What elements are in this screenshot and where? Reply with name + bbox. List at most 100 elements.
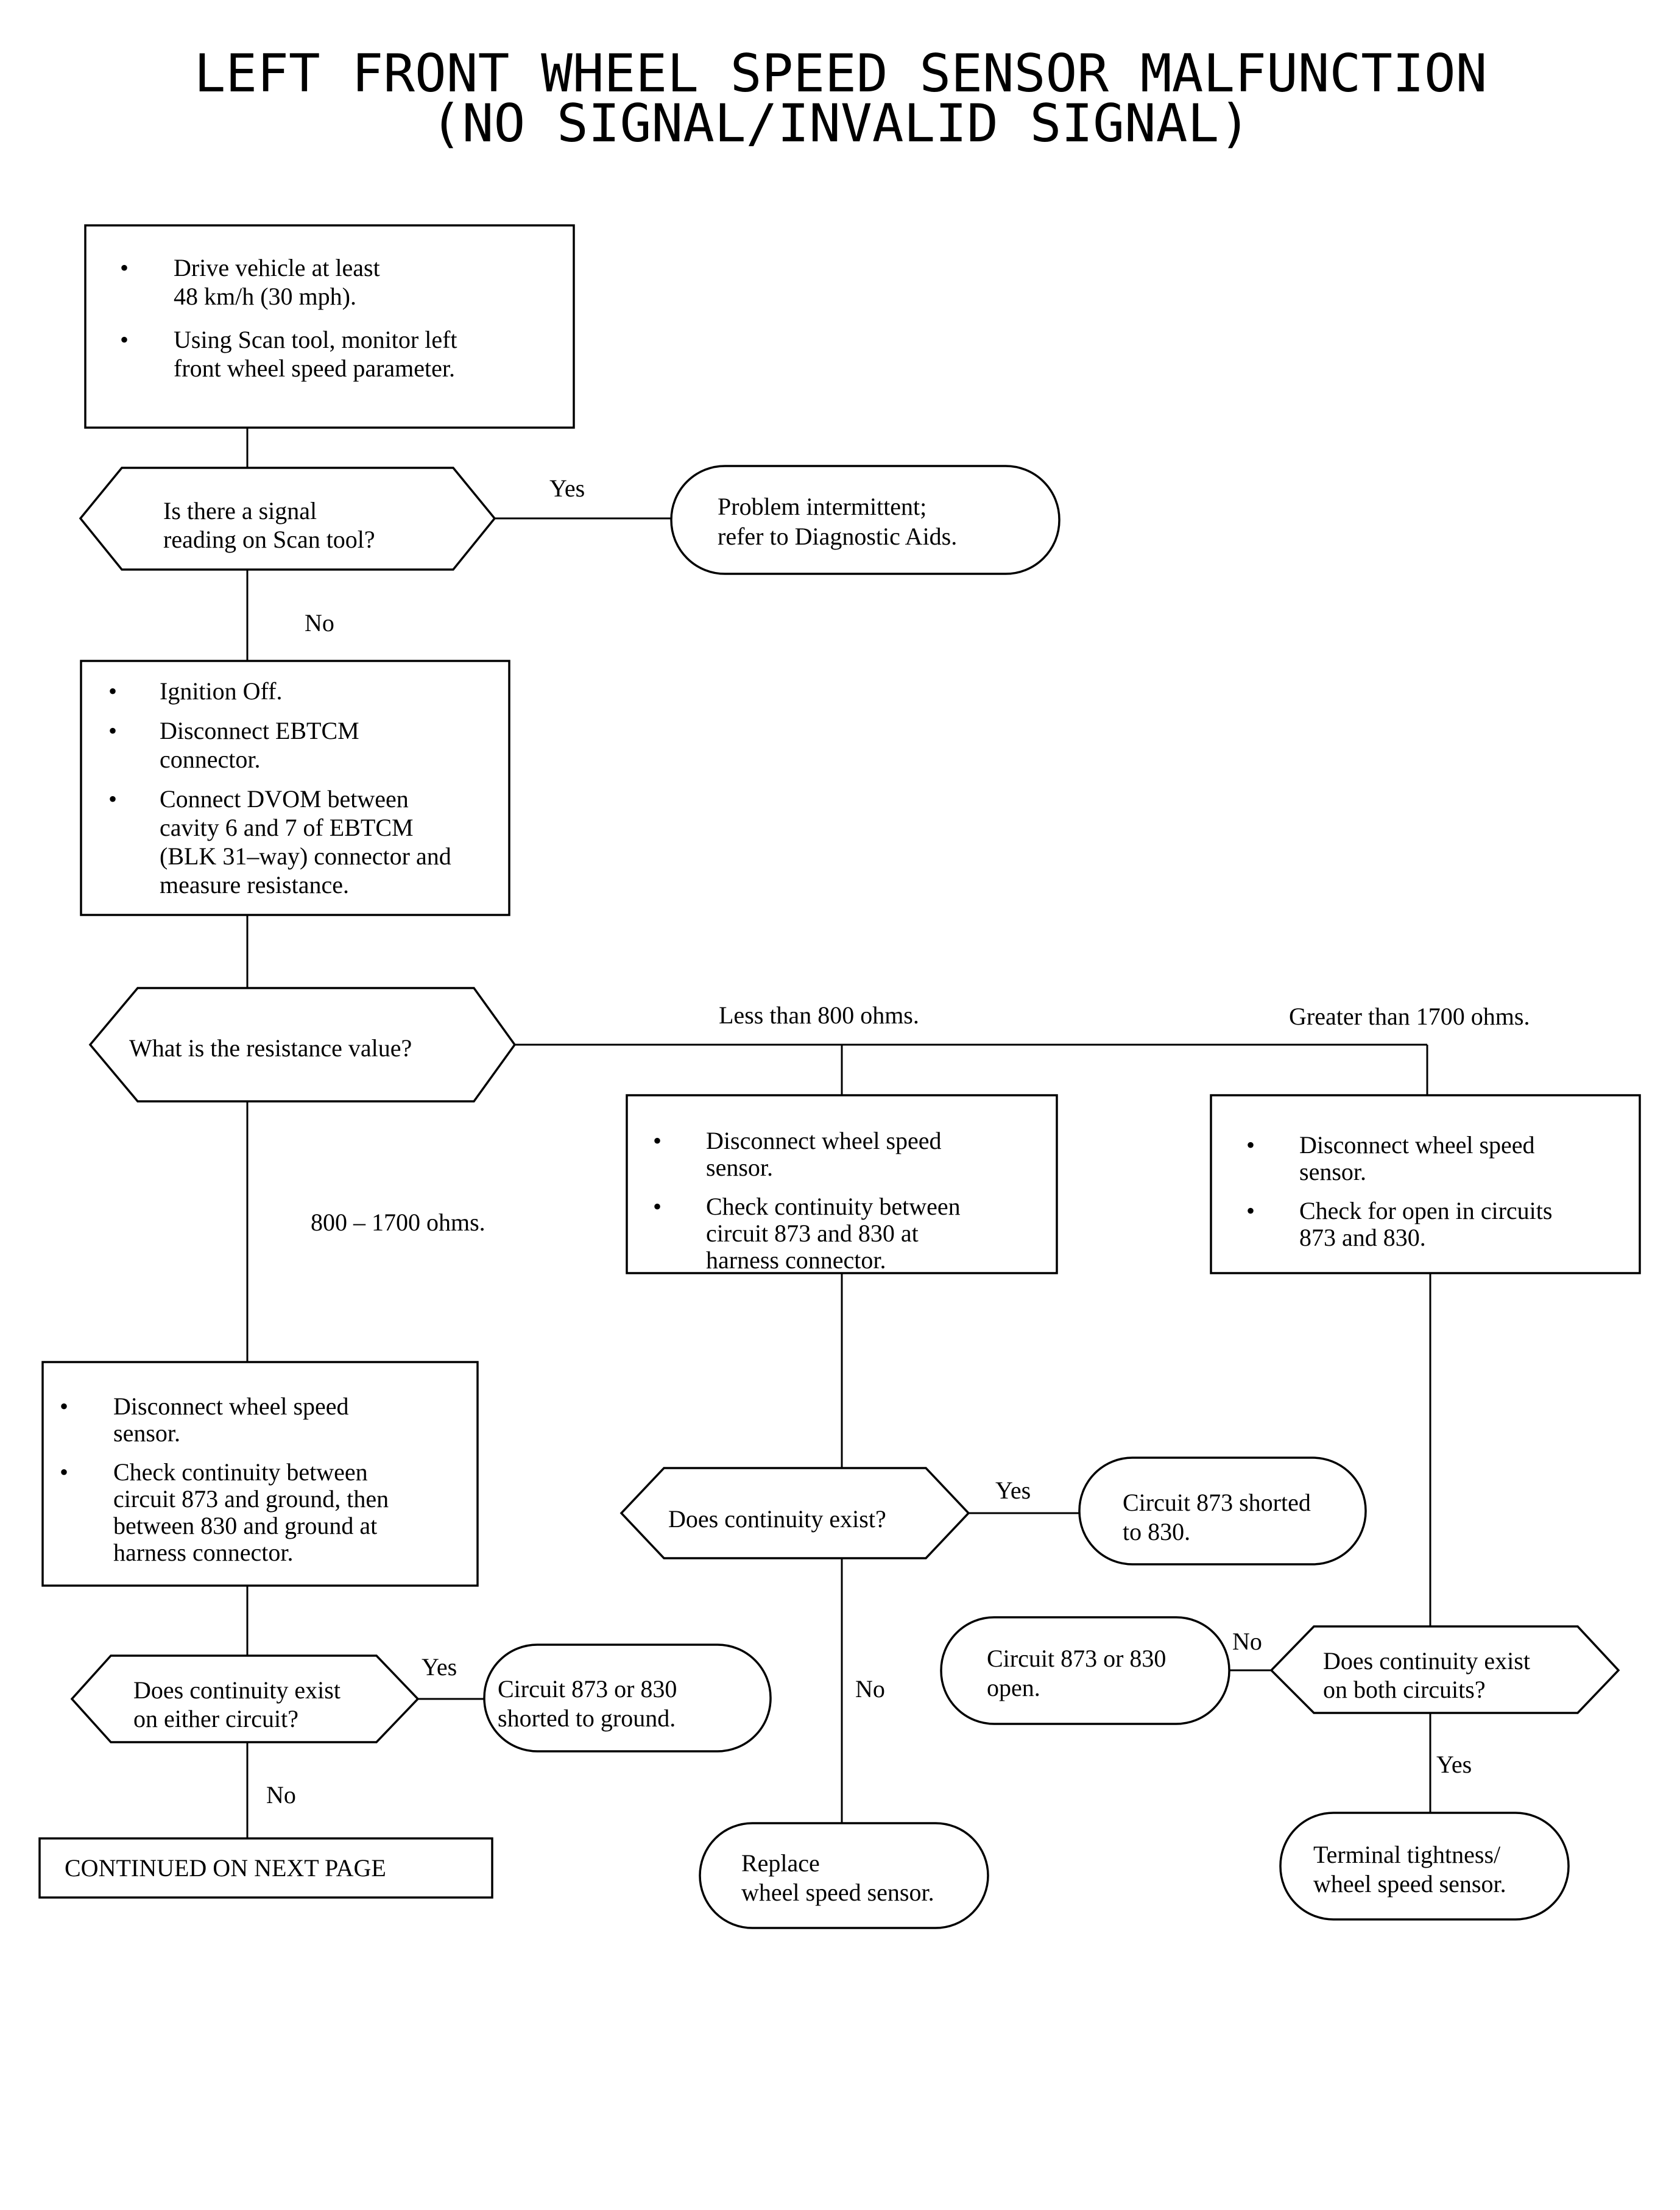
decision-continuity-either-text-line-1: on either circuit? [133,1705,298,1732]
step-check-short-path-text-bullet-1: • [653,1193,662,1220]
result-terminal-tightness-text-line-1: wheel speed sensor. [1313,1870,1506,1898]
step-ignition-off-text-item-2-line-1: cavity 6 and 7 of EBTCM [160,814,414,841]
step-check-ground-path-box [41,1361,479,1587]
step-check-open-path-text-bullet-0: • [1246,1131,1255,1159]
step-drive-vehicle-text-item-1-line-0: Using Scan tool, monitor left [174,326,457,353]
step-drive-vehicle-text-item-0-line-0: Drive vehicle at least [174,254,380,281]
step-check-short-path-text-bullet-0: • [653,1127,662,1154]
step-check-ground-path-text-item-0-line-0: Disconnect wheel speed [113,1393,349,1420]
decision-continuity-both-text-line-0: Does continuity exist [1323,1647,1530,1675]
result-shorted-ground-shape [483,1643,772,1753]
step-drive-vehicle-text-bullet-0: • [120,254,129,281]
decision-continuity-exist-text: Does continuity exist? [668,1505,886,1533]
result-terminal-tightness-shape [1279,1812,1570,1921]
step-check-short-path-text-item-1-line-2: harness connector. [706,1246,886,1274]
step-check-open-path-box [1210,1094,1641,1274]
step-check-open-path-text-item-0-line-1: sensor. [1299,1158,1366,1185]
page-title-line1: LEFT FRONT WHEEL SPEED SENSOR MALFUNCTIO… [194,43,1488,104]
result-circuit-open-text-line-0: Circuit 873 or 830 [987,1645,1166,1672]
label-less-800: Less than 800 ohms. [719,1001,919,1029]
step-ignition-off-text-bullet-2: • [108,785,117,813]
decision-continuity-exist-shape [619,1467,970,1559]
result-replace-sensor-shape [699,1822,989,1929]
step-ignition-off-text-item-1-line-1: connector. [160,746,261,773]
step-check-ground-path-text-item-1-line-0: Check continuity between [113,1458,368,1486]
connectors [246,428,1431,1838]
result-terminal-tightness-text: Terminal tightness/wheel speed sensor. [1313,1841,1506,1898]
result-shorted-ground-text-line-0: Circuit 873 or 830 [498,1675,677,1703]
result-replace-sensor-text-line-0: Replace [741,1849,820,1877]
step-check-short-path-box [626,1094,1058,1274]
decision-continuity-both-shape [1269,1625,1620,1714]
result-problem-intermittent: Problem intermittent; refer to Diagnostic… [670,465,1061,575]
step-drive-vehicle-text-item-1-line-1: front wheel speed parameter. [174,355,455,382]
result-terminal-tightness: Terminal tightness/wheel speed sensor. [1279,1812,1570,1921]
result-problem-intermittent-shape [670,465,1061,575]
label-no-both: No [1232,1628,1262,1655]
decision-resistance-value-shape [88,987,517,1103]
step-drive-vehicle-box [84,224,575,429]
step-check-ground-path-text-bullet-0: • [60,1393,68,1420]
step-ignition-off-text-item-2-line-3: measure resistance. [160,871,349,898]
decision-resistance-value-text: What is the resistance value? [129,1034,412,1062]
step-check-ground-path-text-bullet-1: • [60,1458,68,1486]
label-yes-either: Yes [422,1653,457,1681]
step-check-short-path-text-item-1-line-1: circuit 873 and 830 at [706,1220,919,1247]
step-check-open-path-text-item-0-line-0: Disconnect wheel speed [1299,1131,1535,1159]
step-ignition-off-text-bullet-0: • [108,677,117,705]
decision-continuity-either-shape [70,1654,420,1743]
step-check-ground-path-text-item-0-line-1: sensor. [113,1419,180,1447]
step-ignition-off: •Ignition Off.•Disconnect EBTCMconnector… [80,660,510,916]
continued-next-page-text: CONTINUED ON NEXT PAGE [65,1854,386,1882]
decision-continuity-either-text-line-0: Does continuity exist [133,1676,341,1704]
step-ignition-off-text-bullet-1: • [108,717,117,744]
decision-continuity-both-text-line-1: on both circuits? [1323,1676,1486,1703]
step-drive-vehicle-text-bullet-1: • [120,326,129,353]
decision-resistance-value-text-line-0: What is the resistance value? [129,1034,412,1062]
step-ignition-off-box [80,660,510,916]
step-check-ground-path-text-item-1-line-3: harness connector. [113,1539,293,1566]
result-circuit-shorted-830-text-line-0: Circuit 873 shorted [1123,1489,1311,1516]
result-terminal-tightness-text-line-0: Terminal tightness/ [1313,1841,1501,1868]
label-yes-both: Yes [1436,1751,1472,1778]
label-greater-1700: Greater than 1700 ohms. [1289,1003,1530,1030]
result-circuit-shorted-830-text-line-1: to 830. [1123,1518,1190,1545]
step-check-short-path-text-item-0-line-0: Disconnect wheel speed [706,1127,942,1154]
label-yes-signal: Yes [549,475,585,502]
result-shorted-ground-text-line-1: shorted to ground. [498,1704,676,1732]
decision-continuity-exist-text-line-0: Does continuity exist? [668,1505,886,1533]
result-problem-intermittent-text: Problem intermittent; refer to Diagnostic… [718,493,957,550]
result-problem-intermittent-text-line-1: refer to Diagnostic Aids. [718,523,957,550]
label-yes-continuity: Yes [995,1477,1031,1504]
step-ignition-off-text-item-1-line-0: Disconnect EBTCM [160,717,359,744]
result-replace-sensor-text-line-1: wheel speed sensor. [741,1879,934,1906]
step-check-short-path-text-item-0-line-1: sensor. [706,1154,773,1181]
result-problem-intermittent-text-line-0: Problem intermittent; [718,493,926,520]
branch-labels: Yes No Less than 800 ohms. Greater than … [266,475,1530,1809]
decision-signal-reading-shape [79,467,496,571]
step-ignition-off-text-item-2-line-2: (BLK 31–way) connector and [160,842,451,870]
result-circuit-open-text-line-1: open. [987,1674,1040,1701]
decision-signal-reading-text-line-0: Is there a signal [163,497,317,524]
